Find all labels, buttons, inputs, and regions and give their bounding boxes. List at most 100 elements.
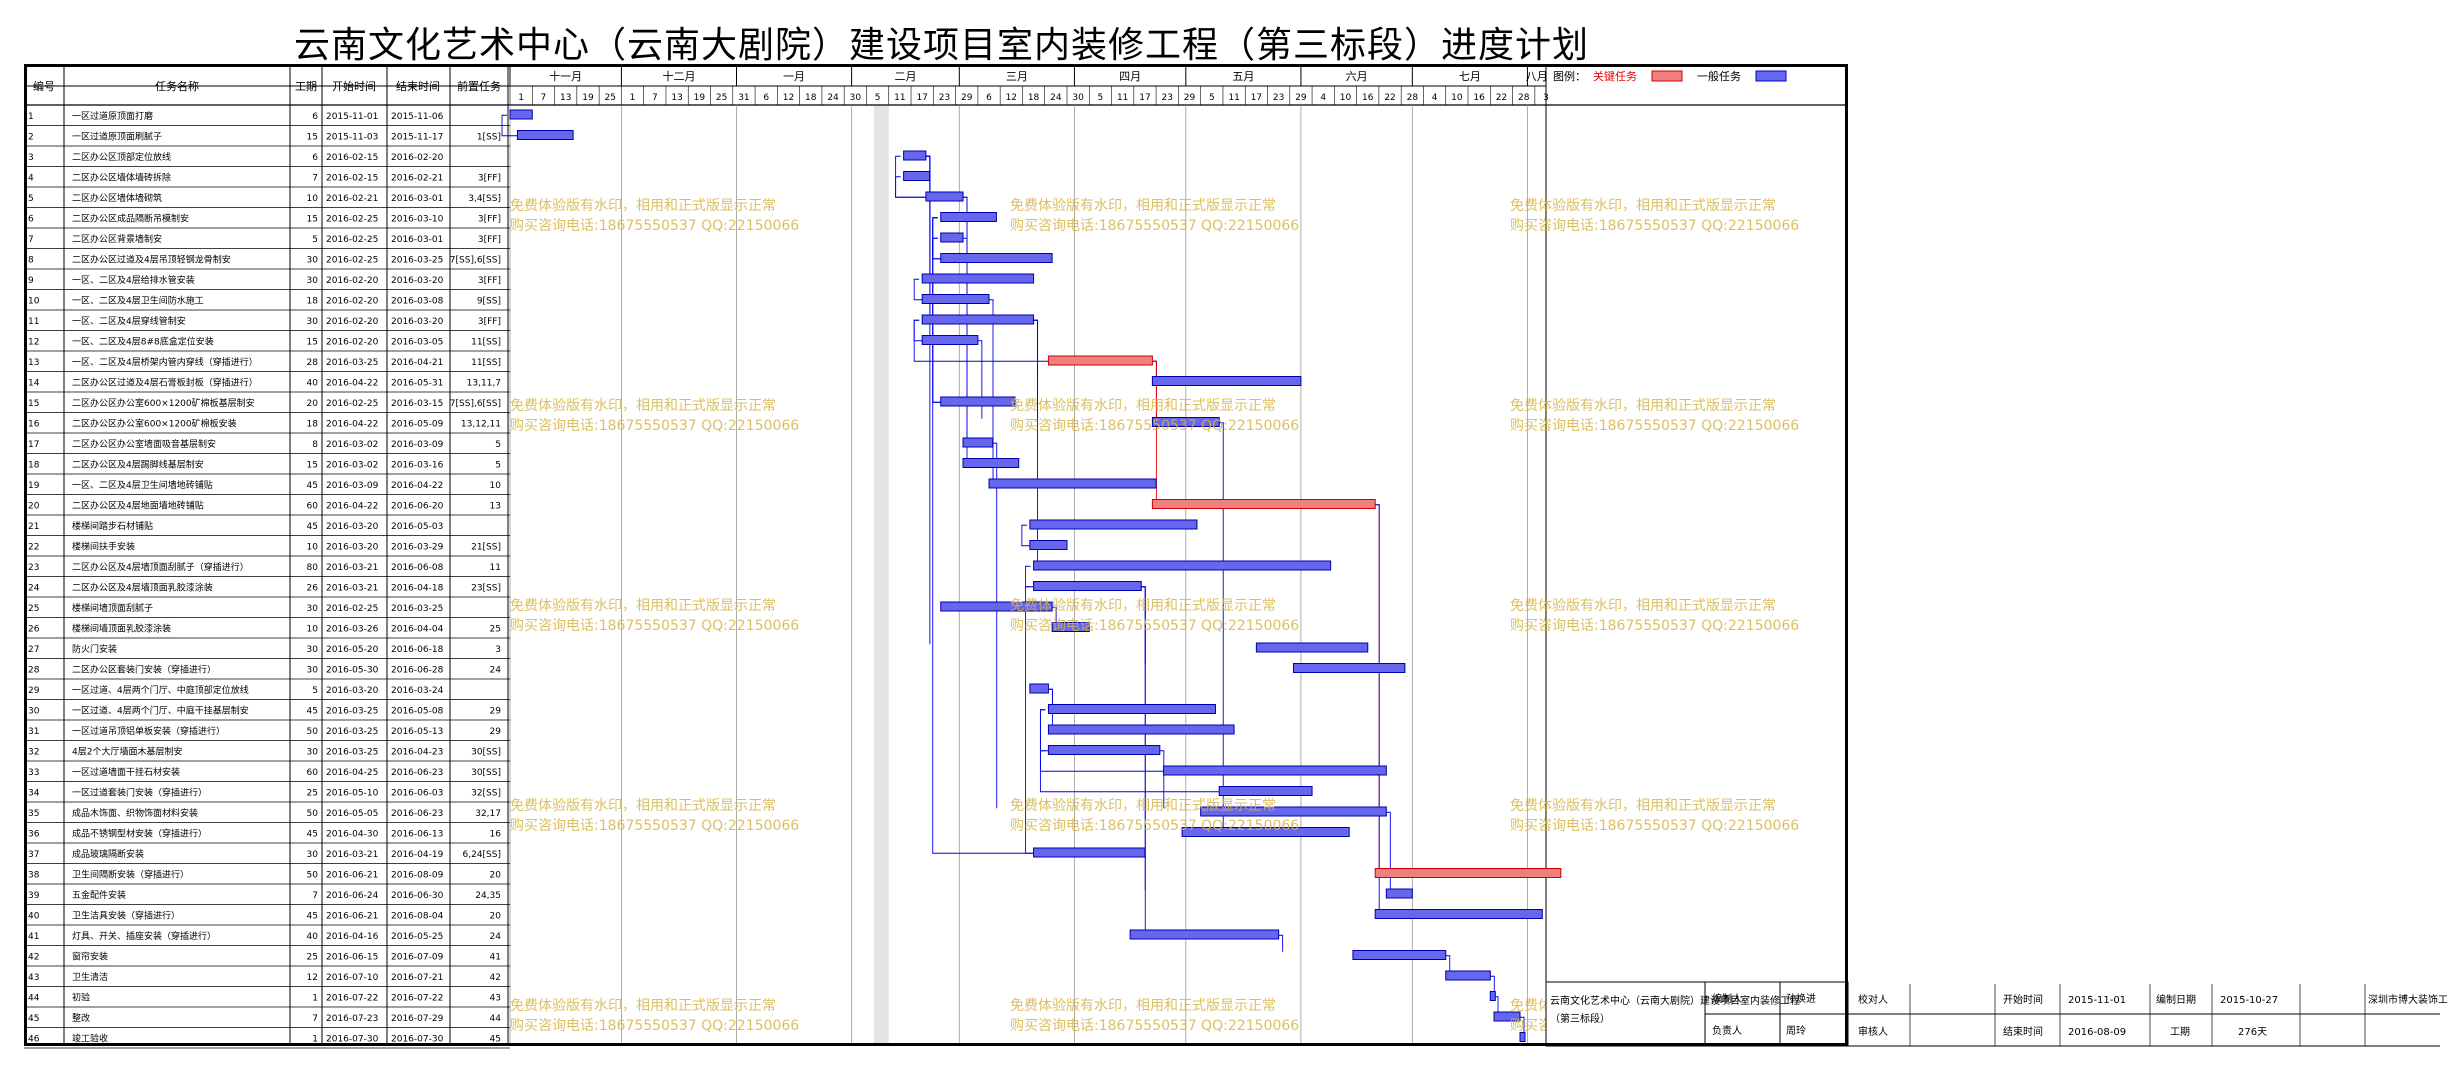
task-predecessor: 25 [490, 625, 501, 635]
task-start: 2016-02-25 [326, 604, 378, 614]
task-start: 2016-07-23 [326, 1014, 378, 1024]
day-label: 10 [1340, 93, 1352, 103]
task-id: 35 [28, 809, 39, 819]
watermark-line: 免费体验版有水印，相用和正式版显示正常 [1510, 198, 1776, 214]
gantt-bar [1029, 683, 1049, 694]
task-id: 31 [28, 727, 39, 737]
day-label: 29 [1184, 93, 1196, 103]
day-label: 24 [1050, 93, 1062, 103]
watermark-line: 购买咨询电话:18675550537 QQ:22150066 [1010, 618, 1299, 634]
dependency-line [1152, 360, 1157, 501]
task-name: 防火门安装 [72, 643, 117, 655]
gantt-bar [1047, 704, 1217, 714]
footer-value: 周玲 [1786, 1025, 1806, 1037]
task-predecessor: 3[FF] [478, 276, 501, 286]
task-predecessor: 45 [490, 1035, 501, 1045]
task-name: 一区过道原顶面打磨 [72, 110, 153, 122]
column-header: 任务名称 [155, 79, 199, 93]
day-label: 13 [560, 93, 571, 103]
day-label: 4 [1432, 93, 1438, 103]
task-name: 二区办公区办公室600×1200矿棉板安装 [72, 418, 237, 430]
task-id: 8 [28, 256, 34, 266]
task-end: 2016-04-18 [391, 584, 444, 594]
task-duration: 25 [307, 789, 318, 799]
gantt-bar [940, 253, 1053, 263]
task-start: 2016-03-09 [326, 481, 379, 491]
gantt-bar [940, 601, 1053, 612]
dependency-line [501, 114, 518, 137]
task-id: 44 [28, 994, 40, 1004]
page-title: 云南文化艺术中心（云南大剧院）建设项目室内装修工程（第三标段）进度计划 [294, 25, 1590, 66]
task-predecessor: 24 [490, 666, 502, 676]
task-duration: 40 [307, 932, 319, 942]
footer-value: 2016-08-09 [2068, 1027, 2126, 1038]
task-predecessor: 20 [490, 871, 502, 881]
task-predecessor: 13,11,7 [467, 379, 501, 389]
task-duration: 50 [307, 727, 319, 737]
footer-company: 深圳市博大装饰工程有限公司 [2368, 993, 2447, 1006]
task-id: 12 [28, 338, 39, 348]
task-end: 2016-03-01 [391, 235, 443, 245]
watermark-line: 免费体验版有水印，相用和正式版显示正常 [510, 398, 776, 414]
task-name: 一区过道、4层两个门厅、中庭干挂基层制安 [72, 705, 249, 717]
day-label: 22 [1384, 93, 1395, 103]
day-label: 25 [605, 93, 616, 103]
dependency-line [1039, 750, 1220, 793]
task-predecessor: 30[SS] [471, 768, 501, 778]
task-start: 2015-11-01 [326, 112, 378, 122]
task-start: 2016-03-26 [326, 625, 379, 635]
dependency-line [1039, 709, 1164, 772]
task-id: 6 [28, 215, 34, 225]
task-predecessor: 5 [495, 461, 501, 471]
task-duration: 50 [307, 809, 319, 819]
task-duration: 6 [312, 153, 318, 163]
dependency-line [932, 217, 1034, 854]
task-end: 2016-05-31 [391, 379, 443, 389]
task-start: 2016-03-21 [326, 850, 378, 860]
task-id: 45 [28, 1014, 39, 1024]
task-duration: 10 [307, 625, 319, 635]
task-duration: 10 [307, 194, 319, 204]
day-label: 12 [1006, 93, 1017, 103]
watermark-line: 免费体验版有水印，相用和正式版显示正常 [1010, 798, 1276, 814]
task-duration: 7 [312, 891, 318, 901]
gantt-bar [962, 437, 994, 448]
task-id: 28 [28, 666, 40, 676]
task-duration: 5 [312, 686, 318, 696]
task-predecessor: 3[FF] [478, 174, 501, 184]
task-id: 33 [28, 768, 39, 778]
task-start: 2016-03-02 [326, 440, 378, 450]
task-id: 43 [28, 973, 39, 983]
day-label: 5 [1209, 93, 1215, 103]
column-header: 前置任务 [457, 79, 501, 93]
task-name: 一区过道、4层两个门厅、中庭顶部定位放线 [72, 684, 249, 696]
task-end: 2016-05-03 [391, 522, 443, 532]
task-start: 2016-03-02 [326, 461, 378, 471]
task-predecessor: 9[SS] [477, 297, 501, 307]
day-label: 10 [1451, 93, 1463, 103]
task-id: 18 [28, 461, 40, 471]
task-start: 2016-05-30 [326, 666, 379, 676]
task-name: 一区、二区及4层桥架内管内穿线（穿插进行） [72, 356, 258, 368]
gantt-bar [940, 396, 1016, 407]
day-label: 16 [1473, 93, 1485, 103]
task-start: 2016-06-21 [326, 912, 378, 922]
task-predecessor: 11 [490, 563, 501, 573]
dependency-line [963, 196, 968, 460]
task-end: 2016-04-22 [391, 481, 443, 491]
gantt-bar [1519, 1032, 1526, 1042]
task-id: 2 [28, 133, 34, 143]
dependency-line [1141, 586, 1146, 932]
task-start: 2016-07-22 [326, 994, 378, 1004]
task-predecessor: 29 [490, 707, 502, 717]
month-label: 六月 [1346, 70, 1368, 83]
gantt-bar [1033, 581, 1142, 591]
task-start: 2016-04-25 [326, 768, 378, 778]
task-name: 一区、二区及4层卫生间墙地砖铺贴 [72, 479, 213, 491]
task-name: 一区、二区及4层给排水管安装 [72, 274, 195, 286]
task-name: 二区办公区过道及4层石膏板封板（穿插进行） [72, 377, 258, 389]
task-end: 2016-07-09 [391, 953, 444, 963]
task-end: 2016-06-20 [391, 502, 444, 512]
footer-value: 2015-11-01 [2068, 995, 2126, 1006]
watermark-line: 购买咨询电话:18675550537 QQ:22150066 [1010, 418, 1299, 434]
